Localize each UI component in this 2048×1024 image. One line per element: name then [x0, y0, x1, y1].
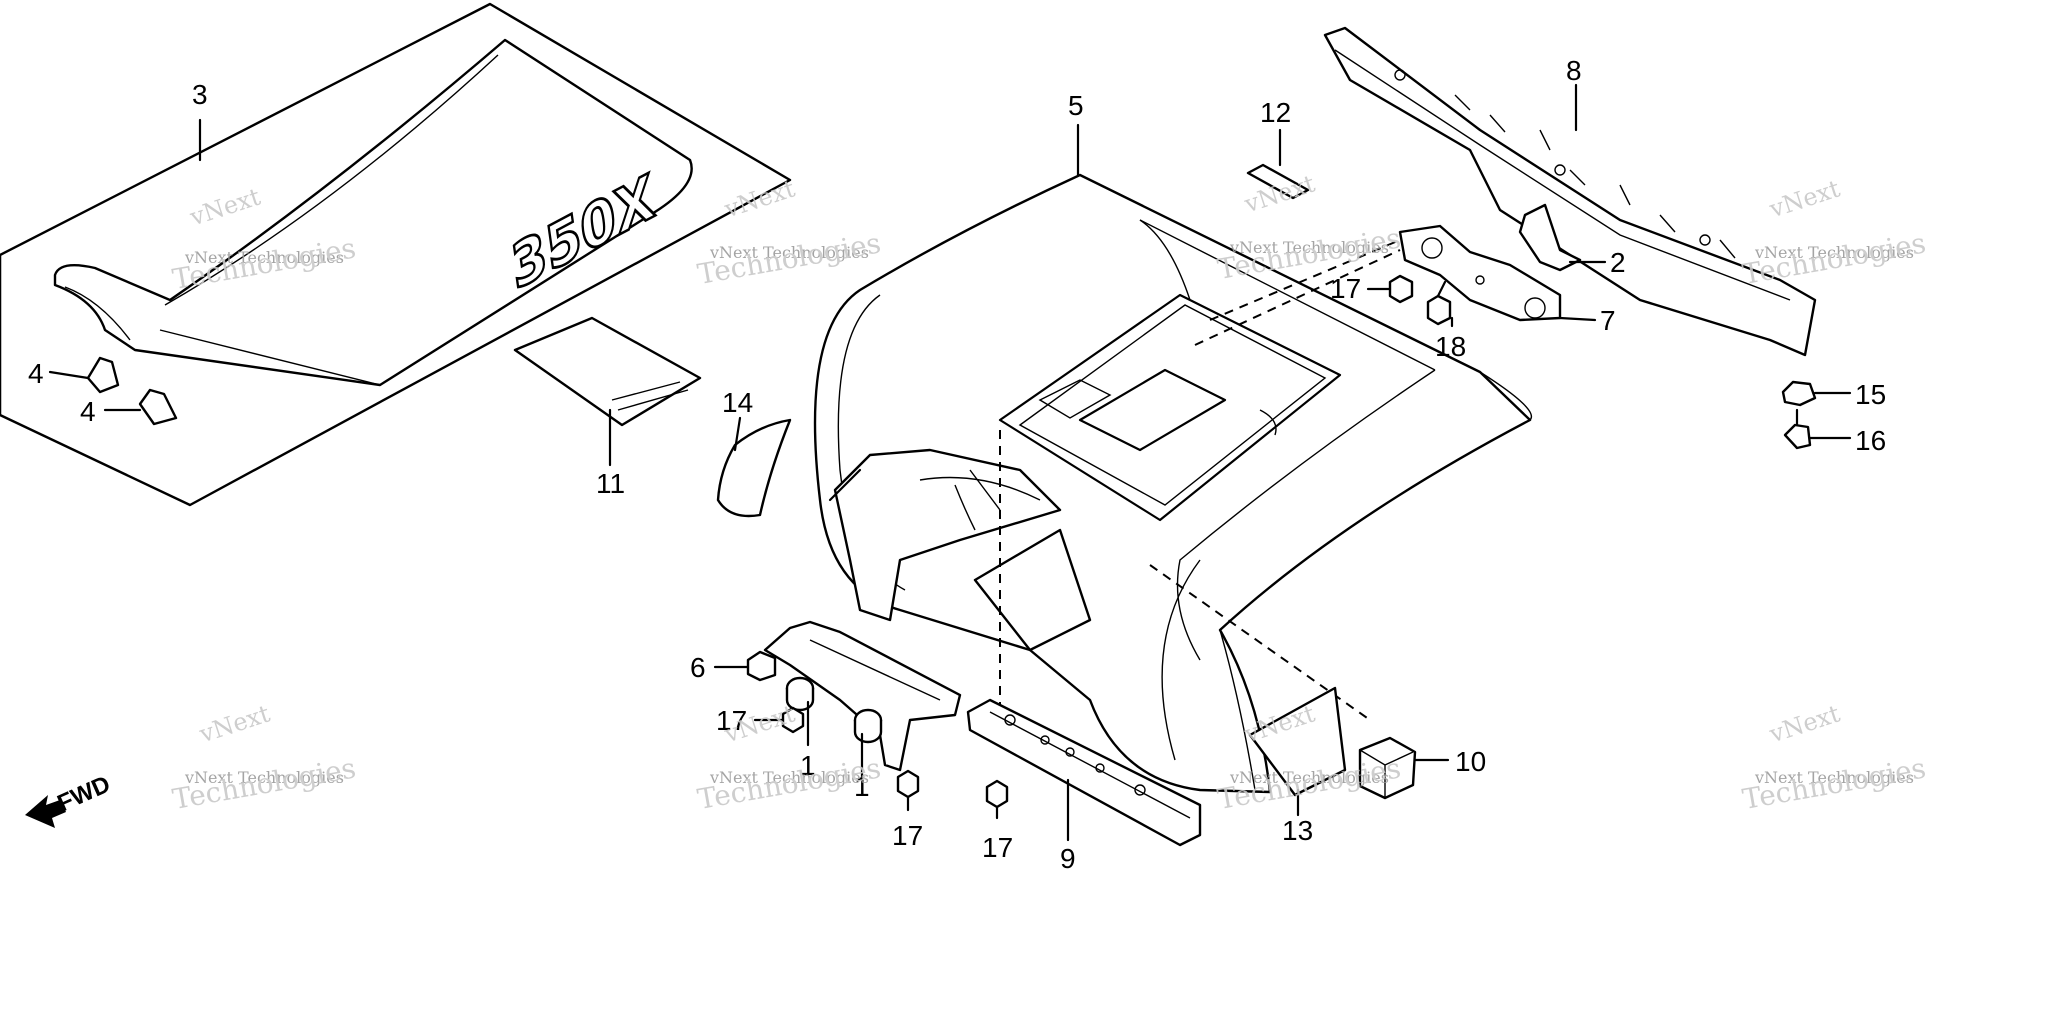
svg-text:vNext Technologies: vNext Technologies [1229, 238, 1389, 257]
watermark-4: vNext vNext Technologies Technologies [1740, 174, 1928, 291]
svg-text:vNext Technologies: vNext Technologies [1754, 243, 1914, 262]
callout-5: 5 [1068, 90, 1084, 121]
forward-direction-indicator: FWD [25, 771, 114, 828]
svg-text:vNext: vNext [1765, 174, 1843, 223]
svg-text:Technologies: Technologies [170, 751, 358, 816]
callout-7: 7 [1600, 305, 1616, 336]
svg-text:vNext Technologies: vNext Technologies [1754, 768, 1914, 787]
callout-17-center: 17 [982, 832, 1013, 863]
callout-6: 6 [690, 652, 706, 683]
watermark-5: vNext vNext Technologies Technologies [170, 699, 358, 816]
callout-2: 2 [1610, 247, 1626, 278]
callout-1a: 1 [800, 750, 816, 781]
seat-clip-lower [138, 388, 178, 426]
callout-12: 12 [1260, 97, 1291, 128]
assembly-line-upper-2 [1194, 249, 1401, 346]
callout-13: 13 [1282, 815, 1313, 846]
callout-10: 10 [1455, 746, 1486, 777]
nut-15 [1781, 380, 1817, 407]
callout-3: 3 [192, 79, 208, 110]
nut-17-left [781, 706, 805, 734]
mud-flap [1248, 686, 1347, 797]
left-fender-bracket [746, 620, 962, 772]
callout-14: 14 [722, 387, 753, 418]
svg-text:Technologies: Technologies [1215, 221, 1403, 286]
svg-text:Technologies: Technologies [695, 751, 883, 816]
rear-carrier-rail [1323, 26, 1817, 357]
callout-4b: 4 [80, 396, 96, 427]
svg-text:Technologies: Technologies [1740, 751, 1928, 816]
fwd-label: FWD [53, 771, 114, 818]
nut-17-bottom [896, 769, 920, 799]
callout-11: 11 [596, 468, 625, 499]
callout-9: 9 [1060, 843, 1076, 874]
side-cover-panel [716, 418, 792, 518]
nut-17-center [985, 779, 1009, 809]
svg-text:vNext Technologies: vNext Technologies [709, 243, 869, 262]
callout-1b: 1 [854, 771, 870, 802]
seat-label-plate [513, 316, 702, 427]
svg-text:Technologies: Technologies [1740, 226, 1928, 291]
svg-text:vNext Technologies: vNext Technologies [184, 768, 344, 787]
svg-text:vNext Technologies: vNext Technologies [709, 768, 869, 787]
callout-18: 18 [1435, 331, 1466, 362]
seat-clip-upper [86, 356, 120, 394]
svg-text:Technologies: Technologies [695, 226, 883, 291]
mounting-bracket [1518, 203, 1582, 272]
svg-text:vNext Technologies: vNext Technologies [184, 248, 344, 267]
rubber-mount-b [853, 708, 883, 744]
callout-8: 8 [1566, 55, 1582, 86]
lower-fender-stay [966, 698, 1202, 847]
svg-text:vNext Technologies: vNext Technologies [1229, 768, 1389, 787]
svg-text:vNext: vNext [195, 699, 273, 748]
nut-17-upper [1388, 274, 1414, 304]
callout-16: 16 [1855, 425, 1886, 456]
watermark-8: vNext vNext Technologies Technologies [1740, 699, 1928, 816]
forward-arrow-icon [25, 795, 66, 828]
bolt-16 [1783, 408, 1812, 450]
collar-18 [1426, 280, 1452, 326]
reflector-bracket [1358, 736, 1417, 800]
callout-labels: 3 4 4 11 5 12 8 2 7 17 18 14 15 16 6 17 … [28, 55, 1886, 874]
assembly-line-upper [1209, 239, 1401, 321]
rear-fender [813, 173, 1533, 794]
callout-4a: 4 [28, 358, 44, 389]
callout-17-bottom: 17 [892, 820, 923, 851]
svg-text:vNext: vNext [1765, 699, 1843, 748]
callout-17-left: 17 [716, 705, 747, 736]
callout-17-upper: 17 [1330, 273, 1361, 304]
leader-lines [48, 83, 1852, 842]
seat: 350X [0, 2, 792, 507]
rubber-mount-a [785, 676, 815, 712]
callout-15: 15 [1855, 379, 1886, 410]
sticker-strip [1246, 163, 1310, 200]
watermark-3: vNext vNext Technologies Technologies [1215, 169, 1403, 286]
